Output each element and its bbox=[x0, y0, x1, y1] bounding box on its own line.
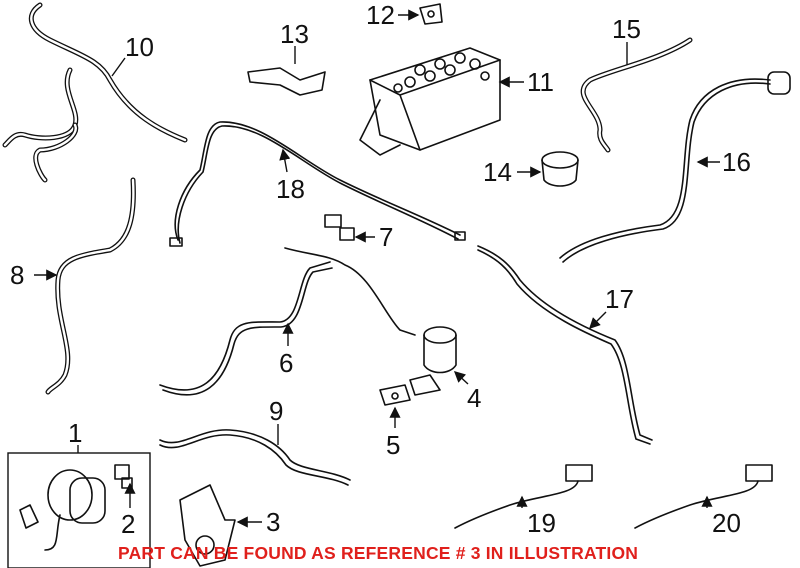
part-14-valve bbox=[541, 151, 579, 187]
callout-10: 10 bbox=[125, 32, 154, 62]
part-13-bracket bbox=[247, 67, 326, 96]
part-17-pipe bbox=[477, 245, 653, 445]
part-16-pipe bbox=[559, 71, 791, 263]
part-12-bracket bbox=[419, 3, 443, 25]
callout-8: 8 bbox=[10, 260, 24, 290]
callout-3: 3 bbox=[266, 507, 280, 537]
leader-lines bbox=[34, 9, 720, 528]
callout-4: 4 bbox=[467, 383, 481, 413]
part-4-valve bbox=[409, 326, 457, 396]
callout-15: 15 bbox=[612, 14, 641, 44]
callout-20: 20 bbox=[712, 508, 741, 538]
callout-1: 1 bbox=[68, 418, 82, 448]
part-18-pipe bbox=[169, 121, 466, 247]
callout-2: 2 bbox=[121, 509, 135, 539]
part-8-hose bbox=[45, 177, 136, 395]
callout-14: 14 bbox=[483, 157, 512, 187]
callout-6: 6 bbox=[279, 348, 293, 378]
callout-12: 12 bbox=[366, 0, 395, 30]
callout-18: 18 bbox=[276, 174, 305, 204]
callout-17: 17 bbox=[605, 284, 634, 314]
reference-notice: PART CAN BE FOUND AS REFERENCE # 3 IN IL… bbox=[118, 543, 639, 563]
callout-16: 16 bbox=[722, 147, 751, 177]
part-20-sensor bbox=[634, 464, 773, 529]
callout-5: 5 bbox=[386, 430, 400, 460]
part-5-gasket bbox=[379, 384, 411, 406]
part-15-hose bbox=[580, 37, 693, 153]
part-11-canister bbox=[359, 47, 501, 156]
part-3-bracket bbox=[179, 484, 236, 567]
part-10-hose bbox=[2, 2, 188, 183]
callout-7: 7 bbox=[379, 222, 393, 252]
part-19-sensor bbox=[454, 464, 593, 529]
callout-19: 19 bbox=[527, 508, 556, 538]
callout-13: 13 bbox=[280, 19, 309, 49]
part-6-hose bbox=[159, 247, 416, 396]
callout-11: 11 bbox=[527, 67, 554, 97]
part-9-pipe bbox=[159, 429, 351, 486]
callout-9: 9 bbox=[269, 396, 283, 426]
part-7-connector bbox=[324, 214, 355, 241]
part-1-assembly-box bbox=[7, 452, 151, 568]
